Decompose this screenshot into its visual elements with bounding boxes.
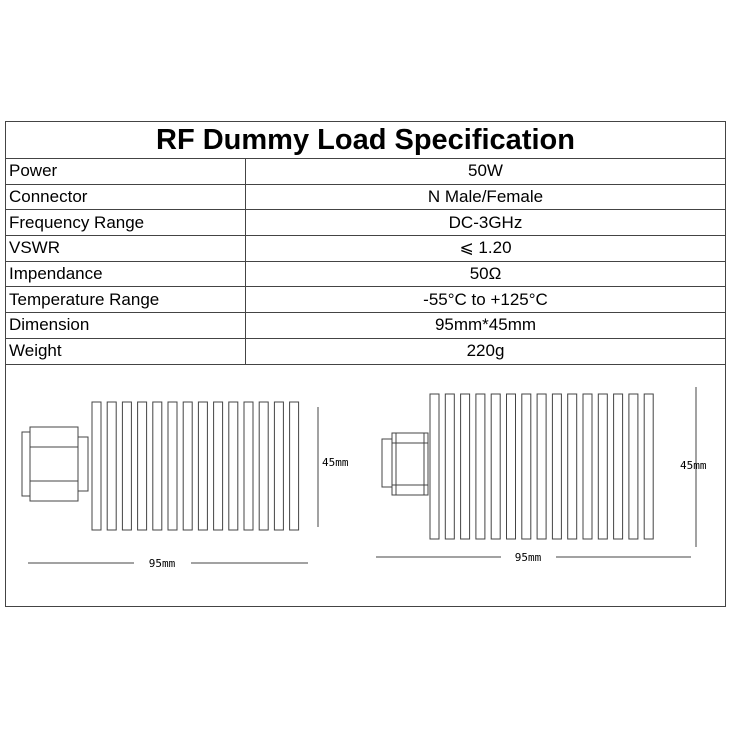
page-title: RF Dummy Load Specification bbox=[6, 122, 725, 159]
heatsink-fin bbox=[228, 401, 239, 531]
heatsink-fin bbox=[506, 393, 516, 540]
spec-value: ⩽ 1.20 bbox=[245, 235, 725, 262]
heatsink-fin bbox=[289, 401, 300, 531]
male-connector-drawing bbox=[21, 401, 319, 564]
spec-label: Dimension bbox=[6, 312, 246, 339]
heatsink-fin bbox=[429, 393, 440, 540]
heatsink-fin bbox=[613, 393, 624, 540]
heatsink-fin bbox=[91, 401, 102, 531]
female-connector-body bbox=[381, 432, 429, 496]
female-connector-drawing bbox=[376, 387, 697, 558]
female-width-label: 95mm bbox=[515, 551, 542, 564]
heatsink-fin bbox=[460, 393, 471, 540]
table-row: Weight 220g bbox=[6, 338, 725, 365]
spec-label: Impendance bbox=[6, 261, 246, 288]
heatsink-fin bbox=[444, 393, 455, 540]
heatsink-fin bbox=[475, 393, 486, 540]
heatsink-fin bbox=[137, 401, 148, 531]
table-row: Connector N Male/Female bbox=[6, 184, 725, 211]
spec-value: -55°C to +125°C bbox=[245, 286, 725, 314]
spec-label: Power bbox=[6, 159, 246, 185]
spec-value: 220g bbox=[245, 338, 725, 365]
heatsink-fin bbox=[243, 401, 254, 531]
heatsink-fin bbox=[521, 393, 532, 540]
male-width-label: 95mm bbox=[149, 557, 176, 570]
heatsink-fin bbox=[628, 393, 639, 540]
table-row: Power 50W bbox=[6, 159, 725, 185]
spec-sheet: RF Dummy Load Specification Power 50W Co… bbox=[5, 121, 726, 607]
spec-value: 50Ω bbox=[245, 261, 725, 288]
heatsink-fin bbox=[273, 401, 284, 531]
heatsink-fin bbox=[258, 401, 269, 531]
table-row: Temperature Range -55°C to +125°C bbox=[6, 286, 725, 314]
female-heatsink-fins bbox=[429, 393, 654, 540]
table-row: Impendance 50Ω bbox=[6, 261, 725, 288]
spec-label: Temperature Range bbox=[6, 286, 246, 314]
heatsink-fin bbox=[197, 401, 208, 531]
heatsink-fin bbox=[182, 401, 193, 531]
male-connector-body bbox=[21, 426, 89, 502]
heatsink-fin bbox=[106, 401, 117, 531]
spec-label: Connector bbox=[6, 184, 246, 211]
heatsink-fin bbox=[643, 393, 654, 540]
spec-value: 95mm*45mm bbox=[245, 312, 725, 339]
heatsink-fin bbox=[490, 393, 501, 540]
heatsink-fin bbox=[567, 393, 578, 540]
spec-table: Power 50W Connector N Male/Female Freque… bbox=[6, 159, 725, 365]
spec-label: VSWR bbox=[6, 235, 246, 262]
male-heatsink-fins bbox=[91, 401, 300, 531]
heatsink-fin bbox=[121, 401, 132, 531]
table-row: VSWR ⩽ 1.20 bbox=[6, 235, 725, 262]
heatsink-fin bbox=[597, 393, 608, 540]
heatsink-fin bbox=[536, 393, 547, 540]
spec-value: N Male/Female bbox=[245, 184, 725, 211]
dimension-drawings: 45mm 95mm 45mm 95mm bbox=[21, 387, 707, 570]
table-row: Dimension 95mm*45mm bbox=[6, 312, 725, 339]
heatsink-fin bbox=[213, 401, 224, 531]
spec-label: Weight bbox=[6, 338, 246, 365]
spec-label: Frequency Range bbox=[6, 209, 246, 237]
table-row: Frequency Range DC-3GHz bbox=[6, 209, 725, 237]
heatsink-fin bbox=[167, 401, 178, 531]
female-height-label: 45mm bbox=[680, 459, 707, 472]
spec-value: 50W bbox=[245, 159, 725, 185]
heatsink-fin bbox=[551, 393, 562, 540]
heatsink-fin bbox=[582, 393, 593, 540]
spec-value: DC-3GHz bbox=[245, 209, 725, 237]
heatsink-fin bbox=[152, 401, 163, 531]
male-height-label: 45mm bbox=[322, 456, 349, 469]
